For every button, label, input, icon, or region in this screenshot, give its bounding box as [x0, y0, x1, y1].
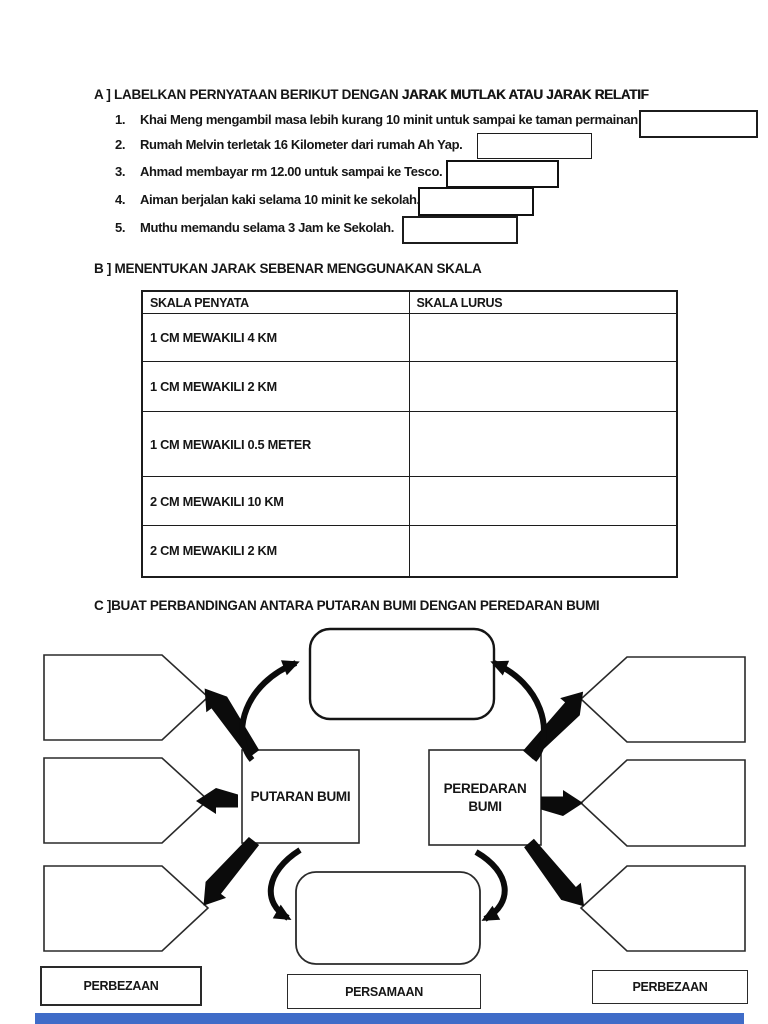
answer-cell — [408, 313, 678, 362]
legend-persamaan: PERSAMAAN — [287, 974, 481, 1009]
table-row: 1 CM MEWAKILI 0.5 METER — [141, 411, 678, 477]
item-text: Ahmad membayar rm 12.00 untuk sampai ke … — [140, 164, 443, 179]
putaran-bumi-label: PUTARAN BUMI — [250, 788, 351, 804]
peredaran-line2: BUMI — [468, 798, 502, 814]
table-row: 2 CM MEWAKILI 2 KM — [141, 525, 678, 577]
section-a-heading-emphasis: JARAK MUTLAK ATAU JARAK RELATIF — [401, 87, 649, 102]
item-number: 5. — [115, 220, 126, 235]
peredaran-bumi-label: PEREDARAN BUMI — [429, 750, 541, 845]
curved-arrow-bottom-left — [267, 847, 302, 921]
item-number: 3. — [115, 164, 126, 179]
item-number: 2. — [115, 137, 126, 152]
peredaran-bumi-box — [428, 749, 542, 846]
statement-item-2: 2. Rumah Melvin terletak 16 Kilometer da… — [115, 136, 463, 154]
scale-statement-cell: 2 CM MEWAKILI 2 KM — [141, 525, 410, 577]
peredaran-line1: PEREDARAN — [443, 781, 527, 796]
item-text: Rumah Melvin terletak 16 Kilometer dari … — [140, 137, 463, 152]
section-a-heading: A ] LABELKAN PERNYATAAN BERIKUT DENGAN J… — [94, 87, 649, 102]
table-row: 2 CM MEWAKILI 10 KM — [141, 476, 678, 526]
item-text: Aiman berjalan kaki selama 10 minit ke s… — [140, 192, 420, 207]
item-number: 4. — [115, 192, 126, 207]
answer-box-4 — [418, 187, 534, 216]
statement-item-1: 1. Khai Meng mengambil masa lebih kurang… — [115, 111, 638, 129]
curved-arrow-top-left — [239, 660, 300, 762]
top-summary-rounded-box — [308, 627, 496, 721]
curved-arrow-top-right — [490, 660, 547, 762]
left-callout-top — [43, 654, 210, 741]
scale-statement-cell: 2 CM MEWAKILI 10 KM — [141, 476, 410, 526]
legend-perbezaan-left: PERBEZAAN — [40, 966, 202, 1006]
section-b-heading: B ] MENENTUKAN JARAK SEBENAR MENGGUNAKAN… — [94, 261, 482, 276]
section-a-heading-prefix: A ] LABELKAN PERNYATAAN BERIKUT DENGAN — [94, 87, 402, 102]
answer-cell — [408, 361, 678, 412]
right-callout-bottom — [579, 865, 746, 952]
answer-box-2 — [477, 133, 592, 159]
arrow-peredaran-right — [541, 790, 583, 816]
scale-statement-cell: 1 CM MEWAKILI 4 KM — [141, 313, 410, 362]
answer-box-5 — [402, 216, 518, 244]
statement-item-4: 4. Aiman berjalan kaki selama 10 minit k… — [115, 191, 420, 209]
arrow-peredaran-topright — [523, 691, 584, 760]
arrow-peredaran-bottomright — [524, 838, 585, 907]
answer-box-1 — [639, 110, 758, 138]
putaran-bumi-box — [241, 749, 360, 844]
right-callout-top — [579, 656, 746, 743]
table-row: 1 CM MEWAKILI 4 KM — [141, 313, 678, 362]
item-text: Khai Meng mengambil masa lebih kurang 10… — [140, 112, 638, 127]
arrow-putaran-left — [196, 788, 238, 814]
bottom-summary-rounded-box — [295, 871, 481, 965]
section-c-heading: C ]BUAT PERBANDINGAN ANTARA PUTARAN BUMI… — [94, 598, 600, 613]
right-callout-middle — [579, 759, 746, 847]
left-callout-bottom — [43, 865, 210, 952]
answer-cell — [408, 476, 678, 526]
answer-box-3 — [446, 160, 559, 188]
statement-item-3: 3. Ahmad membayar rm 12.00 untuk sampai … — [115, 163, 443, 181]
scale-table-wrap: SKALA PENYATA SKALA LURUS 1 CM MEWAKILI … — [141, 290, 678, 578]
arrow-putaran-bottomleft — [203, 836, 260, 906]
answer-cell — [408, 411, 678, 477]
item-number: 1. — [115, 112, 126, 127]
footer-accent-bar — [35, 1013, 744, 1024]
scale-statement-cell: 1 CM MEWAKILI 0.5 METER — [141, 411, 410, 477]
answer-cell — [408, 525, 678, 577]
legend-perbezaan-right: PERBEZAAN — [592, 970, 748, 1004]
table-row: 1 CM MEWAKILI 2 KM — [141, 361, 678, 412]
left-callout-middle — [43, 757, 210, 844]
curved-arrow-bottom-right — [474, 849, 508, 922]
statement-item-5: 5. Muthu memandu selama 3 Jam ke Sekolah… — [115, 219, 394, 237]
scale-statement-cell: 1 CM MEWAKILI 2 KM — [141, 361, 410, 412]
item-text: Muthu memandu selama 3 Jam ke Sekolah. — [140, 220, 395, 235]
scale-table: SKALA PENYATA SKALA LURUS 1 CM MEWAKILI … — [141, 290, 678, 578]
